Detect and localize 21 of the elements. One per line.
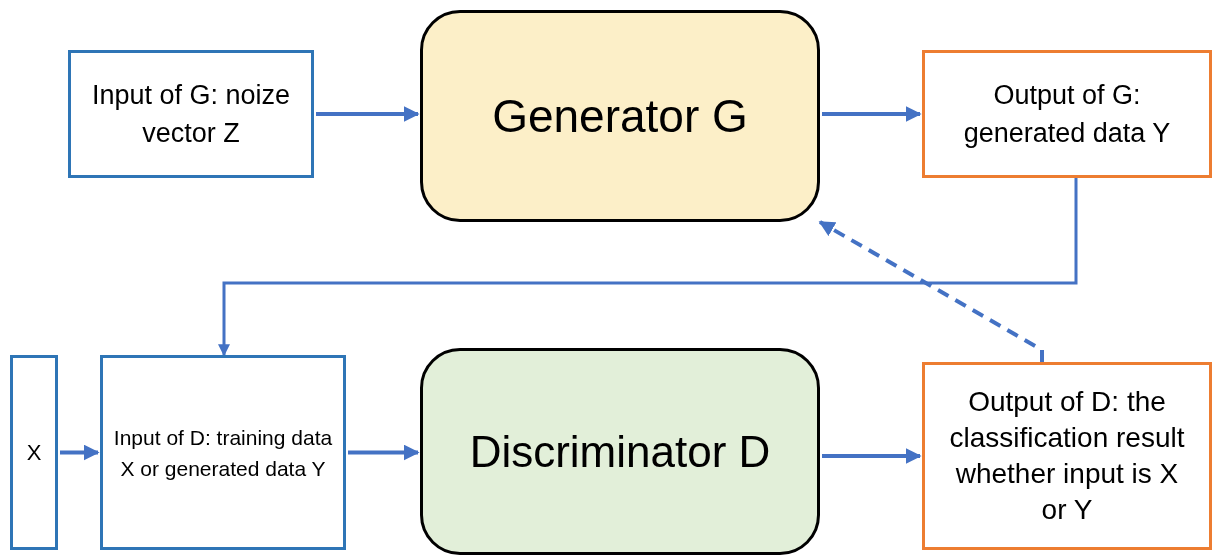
- box-label: Discriminator D: [469, 425, 771, 478]
- arrow: [818, 220, 1044, 362]
- box-label: Output of D: the classification result whether input is X or Y: [948, 385, 1186, 527]
- generator-box: [420, 10, 820, 222]
- box-label: Input of G: noize vector Z: [90, 79, 292, 150]
- output-box: [922, 362, 1212, 550]
- arrow: [316, 106, 420, 122]
- input-box: [100, 355, 346, 550]
- arrow: [822, 106, 922, 122]
- box-label: Generator G: [492, 88, 748, 144]
- box-label: Output of G: generated data Y: [962, 79, 1172, 150]
- arrow: [348, 444, 420, 461]
- arrow: [218, 178, 1078, 357]
- box-label: Input of D: training data X or generated data Y: [112, 424, 334, 482]
- output-box: [922, 50, 1212, 178]
- box-label: X: [26, 439, 42, 467]
- arrow: [60, 444, 100, 461]
- discriminator-box: [420, 348, 820, 555]
- input-box: [68, 50, 314, 178]
- input-box: [10, 355, 58, 550]
- arrow: [822, 448, 922, 464]
